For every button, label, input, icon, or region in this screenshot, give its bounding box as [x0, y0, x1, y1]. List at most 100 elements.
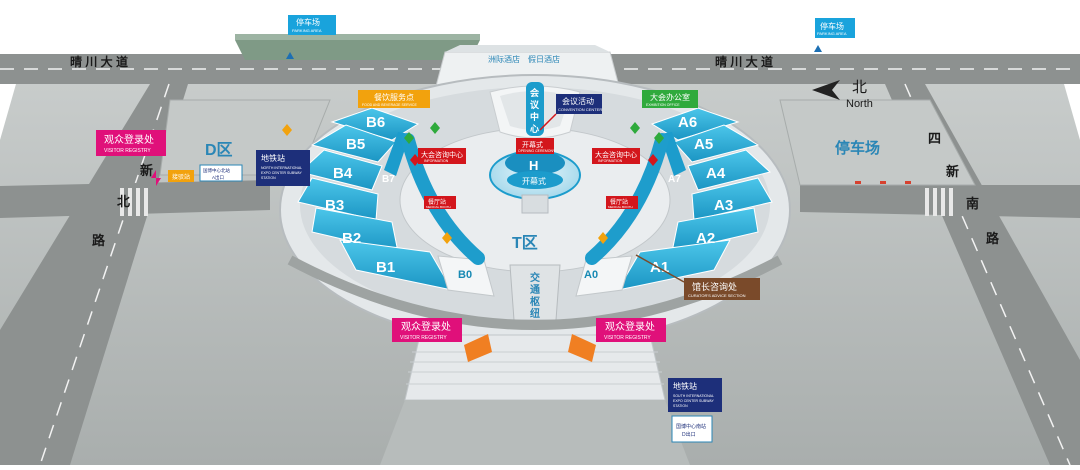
info-tag-west[interactable]: 大会咨询中心 INFORMATION — [418, 148, 466, 164]
parking-pin-icon — [286, 52, 294, 59]
south-plaza — [404, 334, 666, 401]
svg-text:餐厅站: 餐厅站 — [610, 198, 628, 206]
subway-side-sign[interactable]: 国博中心北站 A出口 — [199, 164, 243, 182]
svg-text:新: 新 — [946, 164, 959, 179]
svg-text:A3: A3 — [714, 197, 733, 214]
info-tag-east[interactable]: 大会咨询中心 INFORMATION — [592, 148, 640, 164]
svg-text:MEDICAL BOOTH: MEDICAL BOOTH — [426, 205, 451, 209]
parking-area-label: 停车场 — [835, 139, 880, 157]
svg-text:地铁站: 地铁站 — [673, 381, 697, 391]
registry-pin-icon — [151, 170, 161, 186]
west-cross-road — [0, 180, 270, 218]
svg-text:国博中心南站: 国博中心南站 — [676, 423, 706, 430]
hall-B1[interactable] — [339, 239, 453, 291]
svg-text:PARKING AREA: PARKING AREA — [292, 28, 322, 33]
svg-text:纽: 纽 — [530, 307, 540, 320]
center-letter: H — [529, 158, 538, 173]
svg-text:北: 北 — [117, 194, 130, 209]
svg-text:北: 北 — [852, 79, 867, 96]
hall-A4[interactable] — [687, 149, 772, 191]
hall-A1[interactable] — [617, 239, 731, 291]
road-label-north-left: 晴 川 大 道 — [70, 54, 128, 69]
svg-text:EXHIBITION OFFICE: EXHIBITION OFFICE — [646, 103, 680, 107]
hotel-label: 洲际酒店 假日酒店 — [488, 54, 560, 64]
svg-text:B5: B5 — [346, 136, 365, 153]
curator-tag[interactable]: 馆长咨询处 CURATOR'S ADVICE SECTION — [635, 254, 760, 300]
zone-d-label: D区 — [205, 141, 233, 159]
east-parking-block — [779, 99, 976, 186]
plaza-steps — [406, 351, 664, 385]
hall-B7-label: B7 — [382, 174, 395, 185]
svg-text:CURATOR'S ADVICE SECTION: CURATOR'S ADVICE SECTION — [688, 293, 746, 298]
facility-diamond-icon — [430, 122, 440, 134]
parked-cars — [855, 181, 911, 184]
svg-text:路: 路 — [92, 233, 106, 248]
svg-text:南: 南 — [966, 196, 979, 211]
svg-text:观众登录处: 观众登录处 — [104, 133, 154, 146]
svg-text:开幕式: 开幕式 — [522, 140, 543, 149]
svg-text:接驳站: 接驳站 — [172, 173, 190, 181]
svg-text:A5: A5 — [694, 136, 713, 153]
svg-text:A6: A6 — [678, 114, 697, 131]
hall-B4[interactable] — [298, 149, 383, 191]
road-label-west: 新 北 路 — [92, 163, 153, 248]
svg-text:会议活动: 会议活动 — [562, 96, 594, 106]
facility-diamond-icon — [648, 154, 658, 166]
svg-text:停车场: 停车场 — [296, 17, 320, 27]
facility-diamond-icon — [410, 154, 420, 166]
svg-text:会: 会 — [530, 87, 540, 98]
facility-icons — [282, 122, 664, 244]
svg-text:CONVENTION CENTER: CONVENTION CENTER — [558, 107, 602, 112]
svg-text:枢: 枢 — [530, 295, 540, 308]
crosswalks — [120, 188, 953, 216]
parking-tag-north[interactable]: 停车场 PARKING AREA — [286, 15, 336, 59]
road-label-north-right: 晴 川 大 道 — [715, 54, 773, 69]
svg-text:交: 交 — [530, 271, 540, 284]
svg-text:INFORMATION: INFORMATION — [598, 159, 623, 163]
office-tag[interactable]: 大会办公室 EXHIBITION OFFICE — [642, 90, 698, 108]
svg-text:North: North — [846, 98, 873, 110]
svg-text:大会咨询中心: 大会咨询中心 — [595, 150, 637, 159]
restaurant-tag-west[interactable]: 餐厅站 MEDICAL BOOTH — [424, 196, 456, 209]
facility-diamond-icon — [282, 124, 292, 136]
svg-text:地铁站: 地铁站 — [261, 153, 285, 163]
svg-text:通: 通 — [530, 284, 540, 296]
parking-tag-east[interactable]: 停车场 PARKING AREA — [814, 18, 855, 52]
svg-text:观众登录处: 观众登录处 — [605, 320, 655, 333]
facility-diamond-icon — [654, 132, 664, 144]
facility-diamond-icon — [630, 122, 640, 134]
svg-text:A出口: A出口 — [212, 174, 224, 181]
opening-ceremony-tag[interactable]: 开幕式 OPENING CEREMONY — [516, 138, 556, 154]
subway-tag-north[interactable]: 地铁站 NORTH INTERNATIONAL EXPO CENTER SUBW… — [256, 150, 310, 186]
catering-tag[interactable]: 餐饮服务点 FOOD AND BEVERAGE SERVICE — [358, 90, 430, 108]
svg-text:NORTH INTERNATIONAL: NORTH INTERNATIONAL — [261, 166, 302, 170]
svg-text:D出口: D出口 — [682, 431, 696, 438]
compass-arrow-icon — [812, 80, 840, 100]
svg-text:FOOD AND BEVERAGE SERVICE: FOOD AND BEVERAGE SERVICE — [362, 103, 417, 107]
svg-text:STATION: STATION — [673, 404, 688, 408]
visitor-registry-tag-west[interactable]: 观众登录处 VISITOR REGISTRY — [96, 130, 166, 186]
svg-text:EXPO CENTER SUBWAY: EXPO CENTER SUBWAY — [673, 399, 715, 403]
compass: 北 North — [812, 79, 873, 110]
visitor-registry-tag-south-left[interactable]: 观众登录处 VISITOR REGISTRY — [392, 318, 462, 342]
facility-diamond-icon — [598, 232, 608, 244]
conference-tag[interactable]: 会议活动 CONVENTION CENTER — [539, 94, 602, 131]
restaurant-tag-east[interactable]: 餐厅站 MEDICAL BOOTH — [606, 196, 638, 209]
hall-labels-east: A6 A5 A4 A3 A2 A1 — [650, 114, 733, 276]
svg-text:B3: B3 — [325, 197, 344, 214]
hall-A0-label: A0 — [584, 269, 598, 281]
subway-exit-sign[interactable]: 国博中心南站 D出口 — [671, 415, 713, 443]
svg-text:SOUTH INTERNATIONAL: SOUTH INTERNATIONAL — [673, 394, 714, 398]
svg-text:路: 路 — [986, 231, 1000, 246]
subway-tag-south[interactable]: 地铁站 SOUTH INTERNATIONAL EXPO CENTER SUBW… — [668, 378, 722, 412]
shuttle-kiosk[interactable]: 接驳站 — [168, 170, 194, 182]
svg-text:EXPO CENTER SUBWAY: EXPO CENTER SUBWAY — [261, 171, 303, 175]
svg-text:停车场: 停车场 — [820, 21, 844, 31]
svg-text:OPENING CEREMONY: OPENING CEREMONY — [518, 149, 556, 153]
visitor-registry-tag-south-right[interactable]: 观众登录处 VISITOR REGISTRY — [596, 318, 666, 342]
hall-A7-label: A7 — [668, 174, 681, 185]
